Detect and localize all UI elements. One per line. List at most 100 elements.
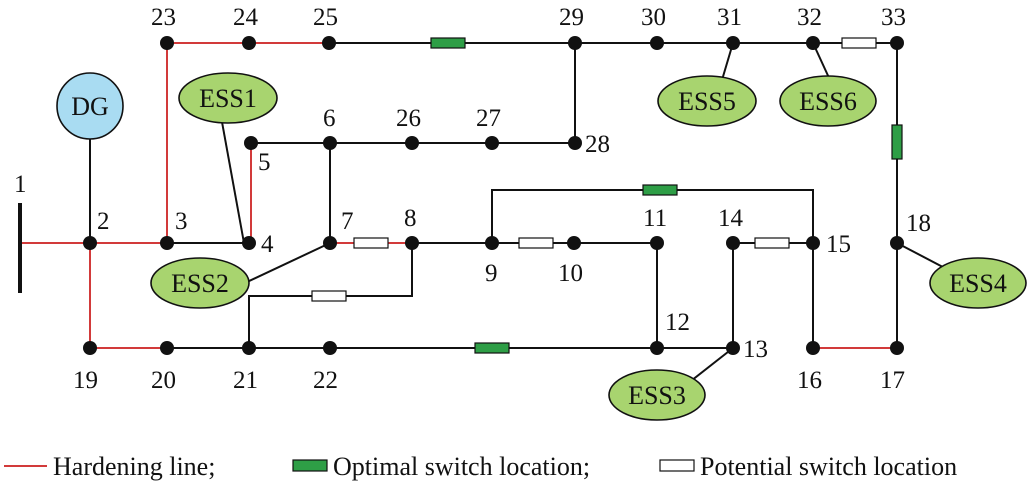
bus-label: 12: [665, 309, 690, 336]
ess3-ellipse: [608, 369, 706, 421]
bus-label: 19: [73, 367, 98, 394]
bus-label: 3: [175, 208, 188, 235]
bus-label: 11: [643, 205, 667, 232]
bus-30: [650, 36, 664, 50]
bus-label: 30: [641, 4, 666, 31]
bus-23: [160, 36, 174, 50]
bus-label: 27: [476, 105, 501, 132]
bus-25: [322, 36, 336, 50]
bus-labels: 1 2 3 4 5 6 7 8 9 10 11 12 13 14 15 16 1…: [14, 4, 931, 394]
bus-22: [323, 341, 337, 355]
bus-label: 15: [826, 231, 851, 258]
ess2-ellipse: [150, 257, 250, 309]
bus-32: [806, 36, 820, 50]
bus-label: 6: [323, 105, 336, 132]
bus-19: [83, 341, 97, 355]
legend-hardening-label: Hardening line;: [53, 452, 215, 481]
bus-label: 17: [880, 367, 905, 394]
optimal-switch-22-12: [474, 342, 510, 354]
ess3-label: ESS3: [628, 381, 686, 410]
switches: [311, 37, 903, 354]
bus-28: [568, 136, 582, 150]
bus-10: [567, 236, 581, 250]
bus-7: [323, 236, 337, 250]
bus-label: 9: [485, 260, 498, 287]
hardening-lines: [20, 42, 897, 349]
bus-label: 28: [585, 131, 610, 158]
bus-label: 22: [313, 367, 338, 394]
bus-16: [806, 341, 820, 355]
bus-13: [726, 341, 740, 355]
potential-switch-7-8: [353, 237, 389, 249]
bus-label: 21: [233, 367, 258, 394]
potential-switch-32-33: [841, 37, 877, 49]
legend: Hardening line; Optimal switch location;…: [4, 452, 957, 481]
bus-20: [160, 341, 174, 355]
bus-label: 25: [313, 4, 338, 31]
bus-6: [323, 136, 337, 150]
legend-potential-label: Potential switch location: [700, 452, 957, 481]
bus-label: 20: [151, 367, 176, 394]
bus-8: [405, 236, 419, 250]
bus-29: [568, 36, 582, 50]
bus-label: 7: [341, 208, 354, 235]
bus-14: [726, 236, 740, 250]
dg-circle: [56, 72, 124, 140]
legend-potential-swatch: [659, 459, 695, 472]
bus-17: [890, 341, 904, 355]
bus-2: [83, 236, 97, 250]
bus-21: [242, 341, 256, 355]
ess5-label: ESS5: [678, 87, 736, 116]
bus-label: 2: [97, 208, 110, 235]
bus-label: 14: [718, 205, 744, 232]
bus-12: [650, 341, 664, 355]
bus-label: 29: [559, 4, 584, 31]
ess1-label: ESS1: [199, 84, 257, 113]
bus-nodes: [83, 36, 904, 355]
ess1-ellipse: [178, 72, 278, 124]
potential-switch-9-10: [518, 237, 554, 249]
ess5-ellipse: [657, 75, 757, 127]
bus-18: [890, 236, 904, 250]
bus-31: [726, 36, 740, 50]
bus-11: [650, 236, 664, 250]
bus-label: 1: [14, 171, 27, 198]
bus-label: 32: [797, 4, 822, 31]
bus-3: [160, 236, 174, 250]
bus-label: 13: [743, 336, 768, 363]
bus-label: 23: [151, 4, 176, 31]
ess6-label: ESS6: [799, 87, 857, 116]
bus-label: 18: [906, 210, 931, 237]
bus-9: [485, 236, 499, 250]
bus-33: [890, 36, 904, 50]
ess-units: ESS1 ESS2 ESS3 ESS4 ESS5 ESS6: [150, 72, 1027, 421]
bus-27: [485, 136, 499, 150]
line-ess1-4: [221, 121, 245, 244]
optimal-switch-33-18: [891, 124, 903, 160]
hardened-line-2-19-20: [89, 243, 167, 349]
bus-label: 5: [258, 149, 271, 176]
ess6-ellipse: [779, 75, 877, 127]
bus-5: [244, 136, 258, 150]
bus-label: 4: [261, 231, 274, 258]
dg-unit: DG: [56, 72, 124, 140]
bus-label: 31: [717, 4, 742, 31]
legend-optimal-label: Optimal switch location;: [333, 452, 590, 481]
bus-label: 33: [881, 4, 906, 31]
bus-label: 24: [233, 4, 259, 31]
optimal-switch-9-15: [642, 184, 678, 196]
ess4-ellipse: [929, 257, 1027, 309]
bus-24: [242, 36, 256, 50]
potential-switch-8-21: [311, 290, 347, 302]
bus-4: [242, 236, 256, 250]
ess2-label: ESS2: [171, 269, 229, 298]
potential-switch-14-15: [754, 237, 790, 249]
bus-26: [405, 136, 419, 150]
bus-label: 8: [404, 205, 417, 232]
bus-label: 26: [396, 105, 421, 132]
substation-bus-bar: [18, 203, 22, 293]
bus-label: 16: [797, 367, 822, 394]
bus-label: 10: [558, 260, 583, 287]
bus-15: [806, 236, 820, 250]
